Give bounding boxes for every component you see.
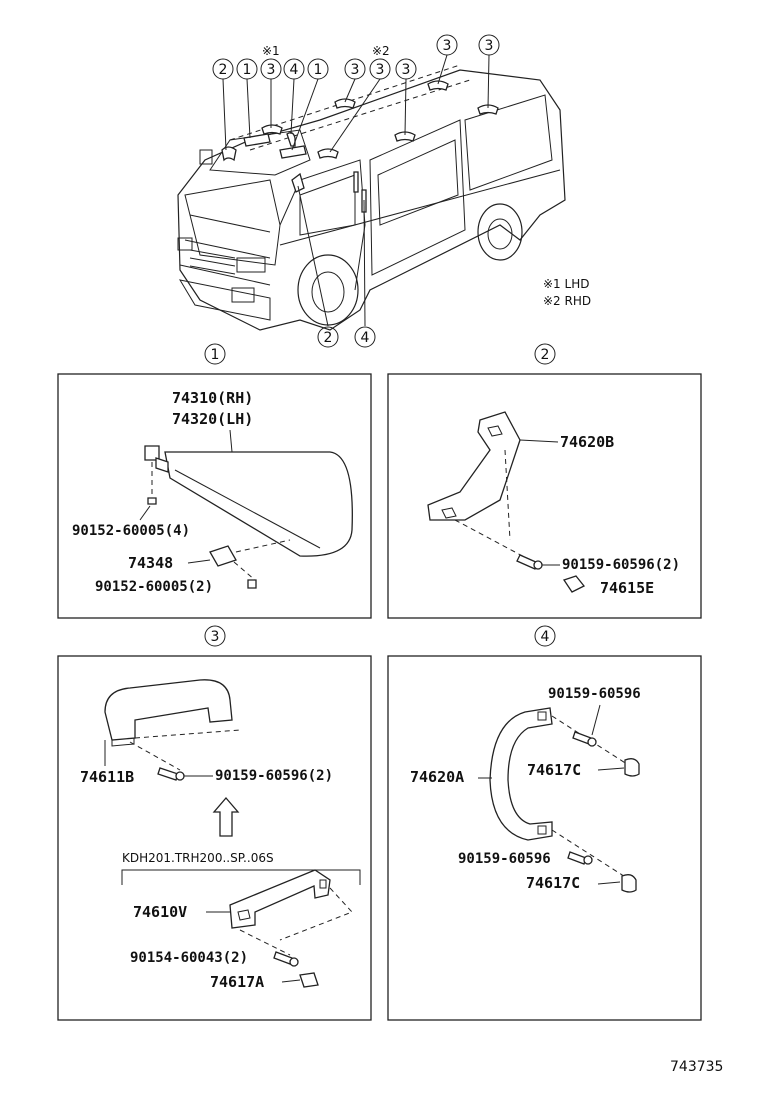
panel-index-1: 1 (204, 343, 226, 365)
part-label: 74617C (526, 874, 580, 892)
rhd-mark: ※2 (372, 44, 390, 58)
svg-text:4: 4 (361, 330, 370, 346)
svg-text:3: 3 (351, 62, 360, 78)
part-label: 90159-60596(2) (562, 557, 680, 573)
part-label: 74610V (133, 903, 187, 921)
part-label: 74617C (527, 761, 581, 779)
svg-text:1: 1 (314, 62, 323, 78)
panel-index-4: 4 (534, 625, 556, 647)
part-label: 90159-60596 (458, 851, 551, 867)
part-label: 90152-60005(2) (95, 579, 213, 595)
callout-circle: 3 (436, 34, 458, 56)
svg-text:3: 3 (267, 62, 276, 78)
diagram-id: 743735 (670, 1059, 723, 1075)
svg-text:2: 2 (219, 62, 228, 78)
part-label: 74348 (128, 554, 173, 572)
van-overview (177, 54, 566, 331)
callout-circle: 1 (307, 58, 329, 80)
part-label: 90159-60596 (548, 686, 641, 702)
callout-circle: 4 (283, 58, 305, 80)
overview-callouts: 2 1 3 4 1 3 3 3 3 3 2 4 ※1 ※2 ※1 LHD ※2 … (212, 34, 591, 348)
panel-index-2: 2 (534, 343, 556, 365)
part-label: 74320(LH) (172, 410, 253, 428)
callout-circle: 2 (212, 58, 234, 80)
svg-text:4: 4 (290, 62, 299, 78)
svg-text:2: 2 (541, 347, 550, 363)
legend-lhd: ※1 LHD (543, 277, 589, 291)
lhd-mark: ※1 (262, 44, 280, 58)
callout-circle: 3 (260, 58, 282, 80)
panel-4: 90159-60596 74620A 74617C 90159-60596 74… (387, 655, 702, 1021)
panel-index-3: 3 (204, 625, 226, 647)
svg-text:3: 3 (443, 38, 452, 54)
panel-1: 74310(RH) 74320(LH) 90152-60005(4) 74348… (57, 373, 372, 619)
callout-circle: 2 (317, 326, 339, 348)
part-label: 90154-60043(2) (130, 950, 248, 966)
callout-circle: 3 (344, 58, 366, 80)
model-note: KDH201.TRH200..SP..06S (122, 851, 274, 865)
svg-text:3: 3 (211, 629, 220, 645)
svg-text:1: 1 (243, 62, 252, 78)
svg-text:2: 2 (324, 330, 333, 346)
callout-circle: 3 (478, 34, 500, 56)
callout-circle: 1 (236, 58, 258, 80)
part-label: 74615E (600, 579, 654, 597)
panel-2: 74620B 90159-60596(2) 74615E (387, 373, 702, 619)
legend-rhd: ※2 RHD (543, 294, 591, 308)
panel-3: 74611B 90159-60596(2) KDH201.TRH200..SP.… (57, 655, 372, 1021)
callout-circle: 3 (395, 58, 417, 80)
part-label: 90152-60005(4) (72, 523, 190, 539)
part-label: 74611B (80, 768, 134, 786)
svg-text:3: 3 (376, 62, 385, 78)
svg-text:1: 1 (211, 347, 220, 363)
callout-circle: 4 (354, 326, 376, 348)
svg-text:4: 4 (541, 629, 550, 645)
svg-text:3: 3 (485, 38, 494, 54)
svg-text:3: 3 (402, 62, 411, 78)
part-label: 74620A (410, 768, 464, 786)
part-label: 90159-60596(2) (215, 768, 333, 784)
part-label: 74617A (210, 973, 264, 991)
part-label: 74620B (560, 433, 614, 451)
callout-circle: 3 (369, 58, 391, 80)
part-label: 74310(RH) (172, 389, 253, 407)
